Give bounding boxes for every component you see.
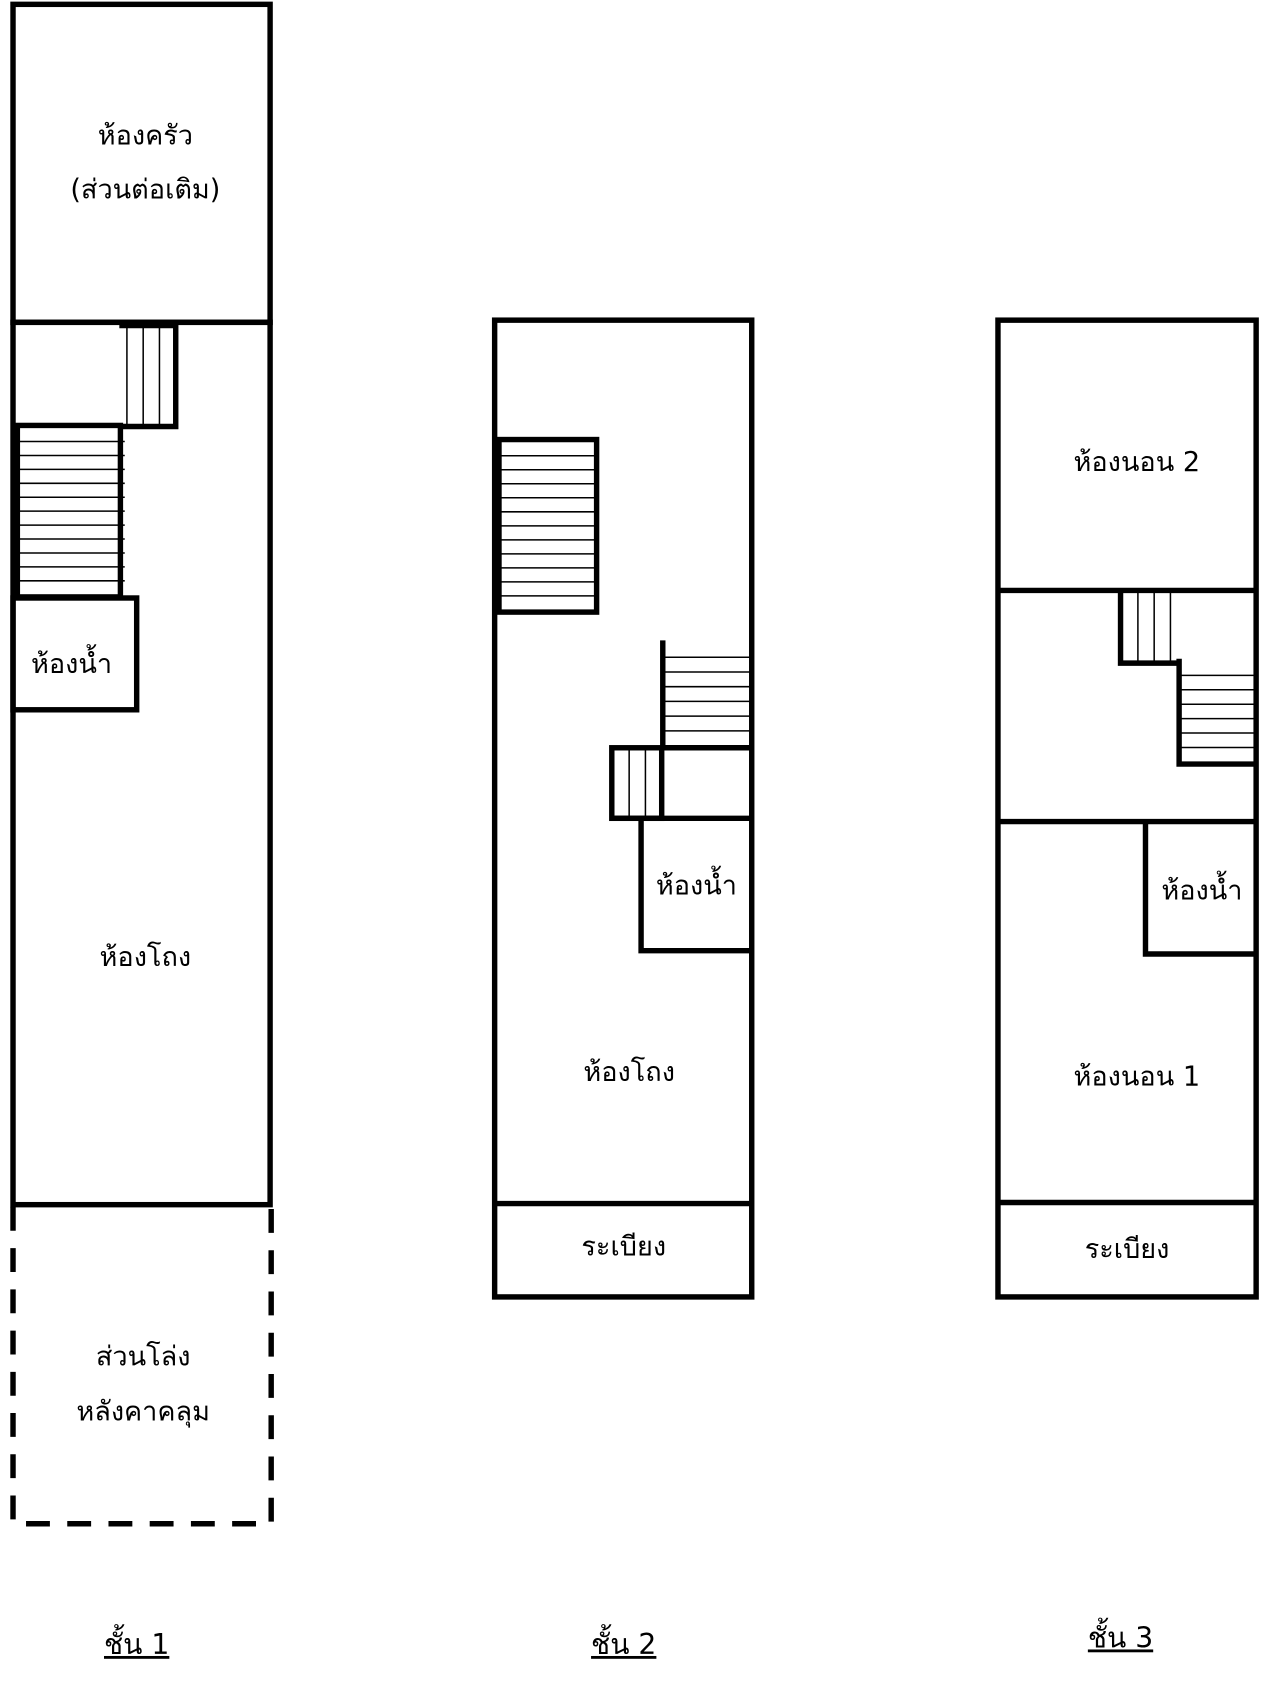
stair-3b [1176, 658, 1257, 767]
stair-2b [660, 640, 752, 751]
hall-label-1: ห้องโถง [100, 941, 192, 973]
stair-2c [609, 745, 752, 822]
stair-3a [1117, 592, 1180, 666]
bathroom-2 [638, 818, 752, 954]
open-area-label-1: ส่วนโล่ง [96, 1340, 191, 1372]
open-area-label-2: หลังคาคลุม [76, 1397, 210, 1429]
floor-3-label: ชั้น 3 [1088, 1617, 1153, 1654]
floor-2-plan: ห้องน้ำ ห้องโถง ระเบียง ชั้น 2 [491, 317, 755, 1661]
balcony-label-2: ระเบียง [581, 1232, 666, 1263]
kitchen-label-2: (ส่วนต่อเติม) [70, 175, 220, 206]
kitchen-label-1: ห้องครัว [98, 120, 193, 151]
hall-label-2: ห้องโถง [583, 1056, 675, 1088]
bedroom-2-label: ห้องนอน 2 [1074, 447, 1201, 478]
kitchen-room [10, 1, 273, 326]
balcony-label-3: ระเบียง [1085, 1234, 1170, 1265]
floor-2-label: ชั้น 2 [591, 1624, 656, 1661]
bathroom-3 [1142, 821, 1257, 957]
bathroom-1 [10, 595, 140, 713]
stair-1b [14, 422, 125, 600]
bathroom-label-2: ห้องน้ำ [656, 865, 737, 901]
floor-1-label: ชั้น 1 [104, 1624, 169, 1661]
stair-2a [496, 436, 600, 615]
floor-1-plan: ห้องครัว (ส่วนต่อเติม) ห้องน้ำ ห้องโถง ส… [10, 1, 274, 1661]
bedroom-1-label: ห้องนอน 1 [1074, 1061, 1201, 1092]
bathroom-label-3: ห้องน้ำ [1161, 871, 1242, 907]
floor-3-outline [995, 317, 1259, 1300]
bathroom-label-1: ห้องน้ำ [31, 644, 112, 680]
floor-2-outline [491, 317, 755, 1300]
stair-1a [119, 322, 179, 430]
floor-1-main-outline [10, 319, 273, 1208]
floor-3-plan: ห้องนอน 2 ห้องน้ำ ห้องนอน 1 ระเบียง ชั้น… [995, 317, 1259, 1654]
